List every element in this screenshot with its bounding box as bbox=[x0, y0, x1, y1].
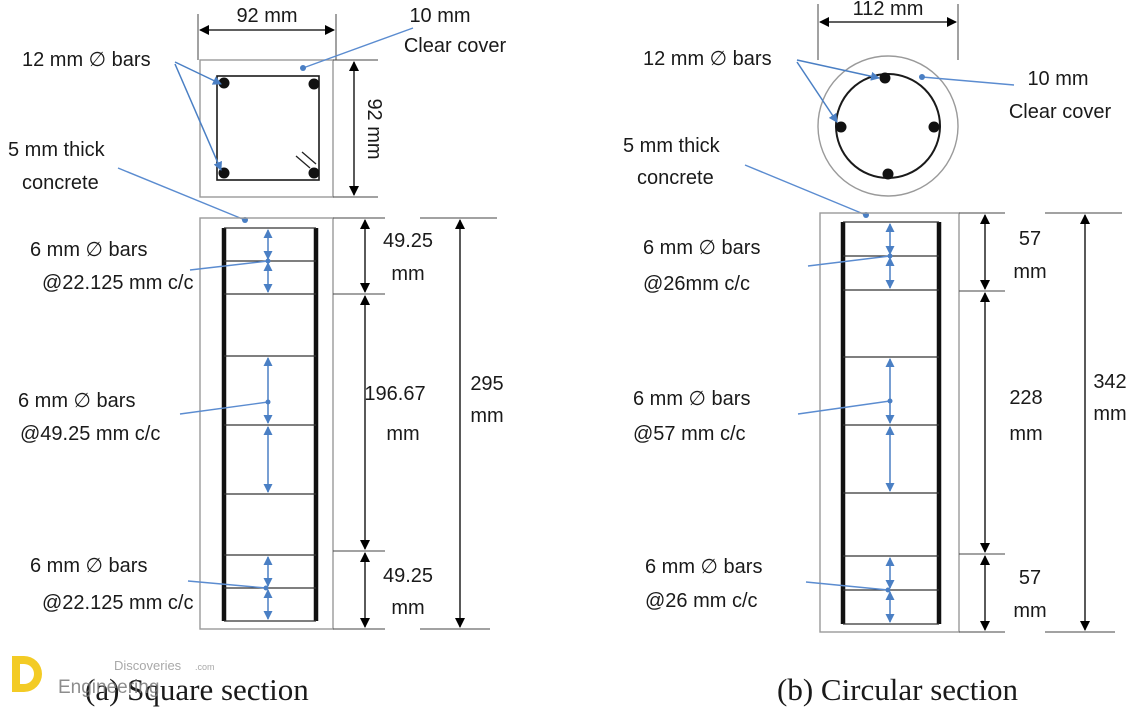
circular-seg-mid-label-2: mm bbox=[1009, 423, 1042, 445]
circular-concrete-outline bbox=[817, 55, 959, 197]
square-caption: (a) Square section bbox=[85, 672, 309, 707]
square-total-label-2: mm bbox=[470, 405, 503, 427]
circular-bot-ties-label-2: @26 mm c/c bbox=[645, 590, 758, 612]
circular-main-bars-label: 12 mm ∅ bars bbox=[643, 48, 772, 70]
square-bot-ties-label: 6 mm ∅ bars bbox=[30, 555, 147, 577]
logo-mark-icon bbox=[12, 656, 42, 692]
watermark-suffix: .com bbox=[195, 662, 215, 672]
square-main-bars-leader bbox=[174, 61, 222, 85]
circular-seg-top-label: 57 bbox=[1019, 228, 1041, 250]
square-elevation-view: 49.25 mm 196.67 mm 49.25 mm 295 mm bbox=[199, 217, 504, 630]
watermark-line1: Discoveries bbox=[114, 658, 182, 673]
square-concrete-leader bbox=[117, 167, 246, 221]
square-mid-ties-label-2: @49.25 mm c/c bbox=[20, 423, 160, 445]
square-seg-mid-label-2: mm bbox=[386, 423, 419, 445]
circular-concrete-label: 5 mm thick bbox=[623, 135, 721, 157]
watermark-logo: Discoveries .com Engineering bbox=[12, 656, 215, 698]
square-seg-bot-label: 49.25 bbox=[383, 565, 433, 587]
circular-cover-label: 10 mm bbox=[1027, 68, 1088, 90]
circular-elevation-view: 57 mm 228 mm 57 mm 342 mm bbox=[819, 212, 1127, 633]
square-cover-label: 10 mm bbox=[409, 5, 470, 27]
square-height-label: 92 mm bbox=[363, 98, 385, 159]
circular-seg-top-label-2: mm bbox=[1013, 261, 1046, 283]
main-bar bbox=[879, 72, 891, 84]
square-seg-top-label-2: mm bbox=[391, 263, 424, 285]
circular-total-label: 342 bbox=[1093, 371, 1126, 393]
circular-concrete-label-2: concrete bbox=[637, 167, 714, 189]
square-main-bars-leader-2 bbox=[174, 63, 222, 171]
square-bot-ties-label-2: @22.125 mm c/c bbox=[42, 592, 193, 614]
square-main-bars-label: 12 mm ∅ bars bbox=[22, 49, 151, 71]
circular-top-ties-label-2: @26mm c/c bbox=[643, 273, 750, 295]
main-bar bbox=[928, 121, 940, 133]
circular-mid-ties-label: 6 mm ∅ bars bbox=[633, 388, 750, 410]
square-stirrup bbox=[216, 75, 320, 181]
square-seg-top-label: 49.25 bbox=[383, 230, 433, 252]
square-total-label: 295 bbox=[470, 373, 503, 395]
circular-seg-mid-label: 228 bbox=[1009, 387, 1042, 409]
square-seg-bot-label-2: mm bbox=[391, 597, 424, 619]
watermark-line2: Engineering bbox=[58, 677, 159, 698]
circular-cover-label-2: Clear cover bbox=[1009, 101, 1112, 123]
main-bar bbox=[835, 121, 847, 133]
square-concrete-label-2: concrete bbox=[22, 172, 99, 194]
circular-spiral bbox=[835, 73, 941, 179]
square-top-ties-label-2: @22.125 mm c/c bbox=[42, 272, 193, 294]
circular-bot-ties-label: 6 mm ∅ bars bbox=[645, 556, 762, 578]
circular-seg-bot-label-2: mm bbox=[1013, 600, 1046, 622]
main-bar bbox=[882, 168, 894, 180]
circular-elevation-outline bbox=[819, 212, 960, 633]
square-plan-view: 92 mm 92 mm bbox=[197, 5, 385, 198]
square-cover-leader bbox=[302, 27, 414, 69]
main-bar bbox=[308, 167, 320, 179]
square-width-label: 92 mm bbox=[236, 5, 297, 27]
square-concrete-label: 5 mm thick bbox=[8, 139, 106, 161]
circular-section: 112 mm 12 mm ∅ bars 10 mm Clear cover 5 … bbox=[623, 0, 1127, 707]
circular-caption: (b) Circular section bbox=[777, 672, 1019, 707]
square-cover-label-2: Clear cover bbox=[404, 35, 507, 57]
square-seg-mid-label: 196.67 bbox=[364, 383, 425, 405]
circular-width-label: 112 mm bbox=[853, 0, 924, 20]
square-top-ties-label: 6 mm ∅ bars bbox=[30, 239, 147, 261]
circular-top-ties-label: 6 mm ∅ bars bbox=[643, 237, 760, 259]
square-section: 92 mm 92 mm 10 mm Clear cover 12 mm ∅ ba… bbox=[8, 5, 506, 707]
circular-total-label-2: mm bbox=[1093, 403, 1126, 425]
square-mid-ties-label: 6 mm ∅ bars bbox=[18, 390, 135, 412]
circular-seg-bot-label: 57 bbox=[1019, 567, 1041, 589]
circular-mid-ties-label-2: @57 mm c/c bbox=[633, 423, 746, 445]
square-concrete-outline bbox=[199, 59, 334, 198]
circular-plan-view: 112 mm bbox=[817, 0, 959, 197]
main-bar bbox=[308, 78, 320, 90]
stirrup-hook bbox=[295, 151, 317, 169]
square-elevation-outline bbox=[199, 217, 334, 630]
